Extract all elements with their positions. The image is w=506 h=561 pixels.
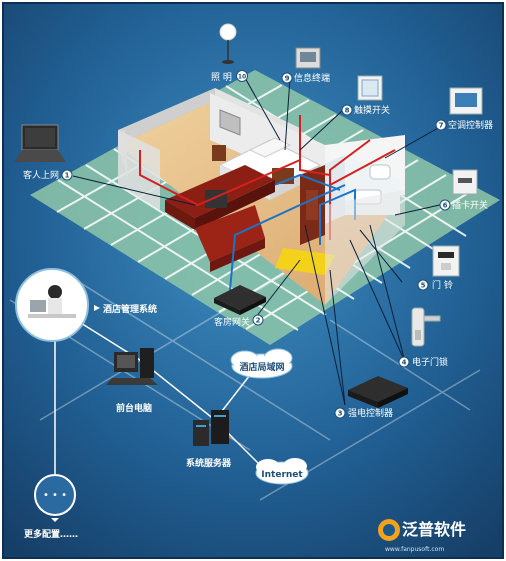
svg-text:www.fanpusoft.com: www.fanpusoft.com: [385, 546, 444, 553]
svg-text:5: 5: [421, 282, 426, 290]
svg-text:空调控制器: 空调控制器: [448, 119, 493, 131]
front-desk-label: 前台电脑: [116, 402, 152, 414]
svg-text:2: 2: [256, 317, 261, 325]
doorbell-label: 5 门 铃: [417, 279, 453, 291]
svg-text:Internet: Internet: [261, 470, 303, 480]
hotel-room-model: [118, 88, 405, 305]
info-terminal-label: 9 信息终端: [281, 72, 330, 84]
hotel-management-system-icon: [15, 268, 89, 342]
svg-text:酒店局域网: 酒店局域网: [239, 361, 284, 373]
svg-text:插卡开关: 插卡开关: [452, 199, 488, 211]
svg-text:照 明: 照 明: [211, 72, 232, 83]
hotel-lan-cloud: 酒店局域网: [230, 348, 293, 379]
svg-text:• • •: • • •: [43, 490, 67, 501]
leader-lines: [72, 75, 445, 406]
front-desk-computer-icon: [106, 348, 158, 385]
svg-text:7: 7: [439, 122, 444, 130]
svg-text:酒店管理系统: 酒店管理系统: [103, 303, 157, 315]
lighting-label: 照 明 10: [211, 70, 248, 83]
server-icon: [193, 410, 229, 446]
svg-text:前台电脑: 前台电脑: [116, 402, 152, 414]
room-gateway-icon: [214, 285, 266, 315]
ac-controller-label: 7 空调控制器: [435, 119, 493, 131]
svg-text:3: 3: [338, 410, 343, 418]
svg-text:电子门锁: 电子门锁: [412, 356, 448, 368]
power-controller-icon: [348, 376, 408, 408]
guest-internet-label: 客人上网 1: [23, 169, 73, 181]
svg-text:6: 6: [443, 202, 448, 210]
svg-text:客人上网: 客人上网: [23, 169, 59, 181]
svg-text:8: 8: [345, 107, 350, 115]
svg-text:信息终端: 信息终端: [294, 72, 330, 84]
card-switch-label: 6 插卡开关: [439, 199, 488, 211]
svg-text:系统服务器: 系统服务器: [186, 457, 232, 469]
fanpu-logo: 泛普软件 www.fanpusoft.com: [378, 519, 466, 553]
card-switch-icon: [452, 169, 478, 195]
door-lock-label: 4 电子门锁: [398, 356, 448, 368]
lamp-icon: [219, 23, 237, 64]
ac-controller-icon: [449, 87, 483, 115]
svg-text:强电控制器: 强电控制器: [348, 407, 393, 419]
svg-text:1: 1: [65, 172, 70, 180]
svg-text:10: 10: [238, 74, 246, 81]
svg-text:更多配置……: 更多配置……: [24, 528, 78, 540]
room-gateway-label: 客房网关 2: [214, 314, 264, 328]
internet-cloud: Internet: [255, 458, 309, 485]
svg-text:触摸开关: 触摸开关: [354, 104, 390, 116]
door-lock-icon: [411, 307, 441, 347]
more-config-node: • • • 更多配置……: [24, 474, 78, 540]
svg-text:泛普软件: 泛普软件: [402, 520, 466, 539]
svg-text:4: 4: [402, 359, 407, 367]
svg-text:客房网关: 客房网关: [214, 316, 250, 328]
svg-text:门 铃: 门 铃: [432, 279, 453, 291]
touch-switch-icon: [357, 75, 383, 101]
info-terminal-icon: [295, 47, 321, 69]
laptop-icon: [14, 124, 66, 162]
power-controller-label: 3 强电控制器: [334, 407, 393, 419]
server-label: 系统服务器: [186, 457, 232, 469]
touch-switch-label: 8 触摸开关: [341, 104, 390, 116]
doorbell-icon: [432, 245, 460, 277]
svg-text:9: 9: [285, 75, 290, 83]
hotel-management-system-label: 酒店管理系统: [94, 303, 157, 315]
